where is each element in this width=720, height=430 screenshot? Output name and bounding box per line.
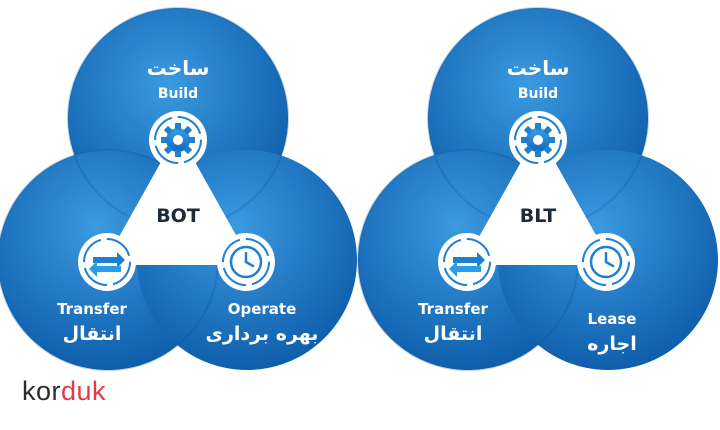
build-label-en: Build — [518, 86, 558, 102]
bot-diagram: BOT — [0, 7, 357, 371]
build-label-en: Build — [158, 86, 198, 102]
gear-cycle-icon — [509, 111, 567, 169]
transfer-label-fa: انتقال — [63, 323, 122, 345]
transfer-arrows-icon — [78, 233, 136, 291]
center-label: BOT — [156, 205, 200, 227]
build-label-fa: ساخت — [147, 56, 210, 80]
build-label-fa: ساخت — [507, 56, 570, 80]
transfer-arrows-icon — [438, 233, 496, 291]
transfer-label-fa: انتقال — [424, 323, 483, 345]
lease-label-en: Lease — [588, 310, 637, 328]
korduk-logo[interactable]: korduk — [22, 376, 106, 407]
logo-part-dark: kor — [22, 376, 62, 406]
blt-diagram: BLT — [357, 7, 718, 371]
center-label: BLT — [520, 205, 556, 227]
logo-part-accent: duk — [61, 376, 107, 406]
clock-cycle-icon — [217, 233, 275, 291]
gear-cycle-icon — [149, 111, 207, 169]
transfer-label-en: Transfer — [418, 300, 488, 318]
transfer-label-en: Transfer — [57, 300, 127, 318]
operate-label-en: Operate — [228, 300, 297, 318]
operate-label-fa: بهره برداری — [206, 323, 319, 345]
lease-label-fa: اجاره — [587, 333, 637, 355]
clock-cycle-icon — [577, 233, 635, 291]
